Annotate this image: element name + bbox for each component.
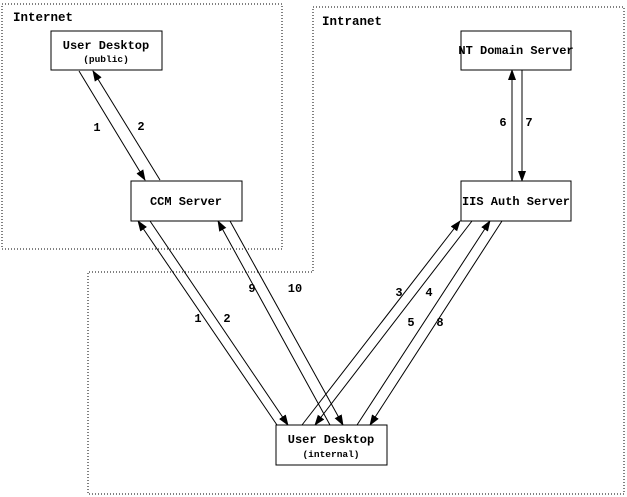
edge-label-1-public: 1 xyxy=(93,121,100,135)
arrow-1-internal-desktop-to-ccm-server xyxy=(137,220,278,426)
edge-label-10: 10 xyxy=(288,282,302,296)
arrow-3-internal-desktop-to-iis-auth-server xyxy=(301,220,461,426)
node-user-desktop-public-title: User Desktop xyxy=(63,39,149,53)
internet-region-label: Internet xyxy=(13,11,73,25)
edge-label-3: 3 xyxy=(395,286,402,300)
node-user-desktop-public-box xyxy=(50,30,163,71)
edge-label-2-public: 2 xyxy=(137,120,144,134)
edge-label-9: 9 xyxy=(248,282,255,296)
edge-label-6: 6 xyxy=(499,116,506,130)
edge-label-2-internal: 2 xyxy=(223,312,230,326)
arrow-2-ccm-server-to-public-desktop xyxy=(92,70,161,181)
edge-label-7: 7 xyxy=(525,116,532,130)
node-user-desktop-internal: User Desktop (internal) xyxy=(275,424,388,466)
node-nt-domain-server: NT Domain Server xyxy=(458,30,574,71)
node-nt-domain-server-box xyxy=(460,30,572,71)
node-nt-domain-server-title: NT Domain Server xyxy=(458,44,573,58)
edge-label-8: 8 xyxy=(436,316,443,330)
arrow-10-ccm-server-to-internal-desktop xyxy=(229,220,344,426)
internet-region-border xyxy=(1,3,283,250)
intranet-region-border xyxy=(87,6,625,495)
intranet-region-label: Intranet xyxy=(322,15,382,29)
node-user-desktop-internal-subtitle: (internal) xyxy=(302,449,359,460)
edge-label-4: 4 xyxy=(425,286,432,300)
arrow-2-ccm-server-to-internal-desktop xyxy=(149,220,289,426)
edge-label-5: 5 xyxy=(407,316,414,330)
node-user-desktop-internal-box xyxy=(275,424,388,466)
node-user-desktop-public: User Desktop (public) xyxy=(50,30,163,71)
node-user-desktop-public-subtitle: (public) xyxy=(83,54,129,65)
edge-label-1-internal: 1 xyxy=(194,312,201,326)
node-ccm-server-box xyxy=(130,180,243,222)
node-iis-auth-server: IIS Auth Server xyxy=(460,180,572,222)
node-ccm-server: CCM Server xyxy=(130,180,243,222)
node-iis-auth-server-title: IIS Auth Server xyxy=(462,195,570,209)
arrow-1-public-desktop-to-ccm-server xyxy=(78,70,146,181)
node-user-desktop-internal-title: User Desktop xyxy=(288,433,374,447)
arrow-4-iis-auth-server-to-internal-desktop xyxy=(314,220,473,426)
arrow-9-internal-desktop-to-ccm-server xyxy=(217,220,331,426)
node-iis-auth-server-box xyxy=(460,180,572,222)
arrow-8-iis-auth-server-to-internal-desktop xyxy=(369,220,503,426)
arrow-5-internal-desktop-to-iis-auth-server xyxy=(356,220,491,426)
node-ccm-server-title: CCM Server xyxy=(150,195,222,209)
